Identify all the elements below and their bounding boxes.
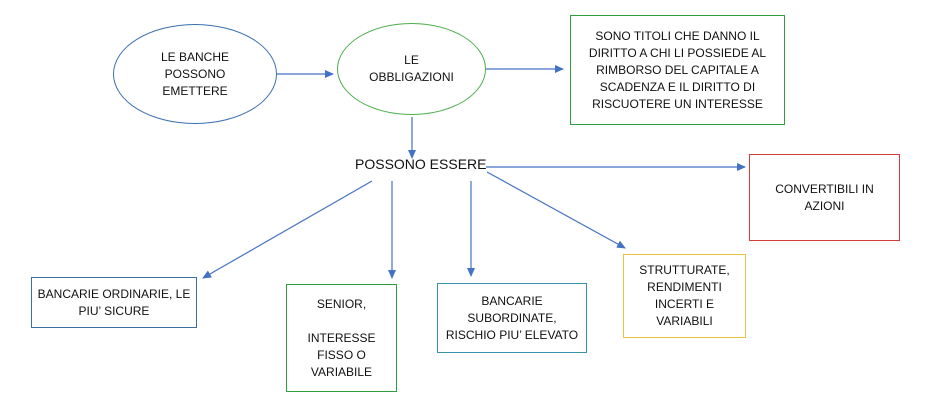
node-text: BANCARIE SUBORDINATE, RISCHIO PIU’ ELEVATO	[446, 293, 578, 344]
node-text-line: EMETTERE	[162, 83, 228, 98]
node-text-line: SUBORDINATE,	[467, 310, 557, 325]
node-text: LE BANCHE POSSONO EMETTERE	[161, 49, 229, 100]
node-text-line: RISCHIO PIU’ ELEVATO	[445, 327, 579, 342]
node-text-line: INTERESSE	[307, 330, 376, 345]
node-text-line: PIU’ SICURE	[78, 303, 150, 318]
node-text: LE OBBLIGAZIONI	[369, 52, 454, 86]
label-possono-essere: POSSONO ESSERE	[355, 156, 487, 172]
node-text-line: VARIABILI	[656, 314, 713, 328]
node-definizione: SONO TITOLI CHE DANNO IL DIRITTO A CHI LI…	[570, 15, 785, 125]
node-text-line: LE BANCHE	[160, 49, 230, 64]
node-text-line: DIRITTO A CHI LI POSSIEDE AL	[588, 45, 767, 60]
node-text-line	[307, 313, 375, 330]
node-text-line: BANCARIE ORDINARIE, LE	[37, 286, 191, 301]
node-text-line: SCADENZA E IL DIRITTO DI	[599, 79, 756, 94]
node-text: STRUTTURATE, RENDIMENTI INCERTI E VARIABILI	[639, 262, 729, 330]
node-text: BANCARIE ORDINARIE, LE PIU’ SICURE	[38, 286, 191, 320]
node-text-line: BANCARIE	[481, 293, 543, 308]
node-text: CONVERTIBILI IN AZIONI	[775, 181, 873, 215]
node-text-line: LE	[404, 53, 419, 67]
arrow-possono-ordinarie	[202, 180, 373, 279]
node-text-line: STRUTTURATE,	[639, 263, 730, 277]
node-text-line: OBBLIGAZIONI	[369, 70, 454, 84]
node-text: SONO TITOLI CHE DANNO IL DIRITTO A CHI LI…	[589, 28, 766, 113]
node-text-line: SONO TITOLI CHE DANNO IL	[595, 28, 760, 43]
node-text-line: CONVERTIBILI IN	[775, 181, 874, 196]
node-text-line: RISCUOTERE UN INTERESSE	[592, 96, 763, 111]
node-obbligazioni: LE OBBLIGAZIONI	[337, 23, 486, 115]
node-text-line: AZIONI	[804, 198, 845, 213]
node-text: SENIOR, INTERESSE FISSO O VARIABILE	[307, 296, 375, 381]
node-text-line: RIMBORSO DEL CAPITALE A	[596, 62, 759, 77]
node-text-line: FISSO O	[317, 347, 366, 362]
node-convertibili: CONVERTIBILI IN AZIONI	[749, 154, 900, 241]
node-text-line: VARIABILE	[310, 364, 373, 379]
node-strutturate: STRUTTURATE, RENDIMENTI INCERTI E VARIABILI	[623, 254, 746, 338]
node-banche: LE BANCHE POSSONO EMETTERE	[113, 24, 277, 124]
node-text-line: SENIOR,	[316, 296, 367, 311]
arrow-possono-strutturate	[486, 171, 626, 249]
node-text-line: INCERTI E	[654, 297, 715, 311]
node-text-line: POSSONO	[164, 66, 226, 81]
node-ordinarie: BANCARIE ORDINARIE, LE PIU’ SICURE	[31, 277, 197, 328]
node-text-line: RENDIMENTI	[647, 280, 722, 294]
node-senior: SENIOR, INTERESSE FISSO O VARIABILE	[286, 284, 397, 392]
node-subordinate: BANCARIE SUBORDINATE, RISCHIO PIU’ ELEVATO	[437, 283, 587, 353]
